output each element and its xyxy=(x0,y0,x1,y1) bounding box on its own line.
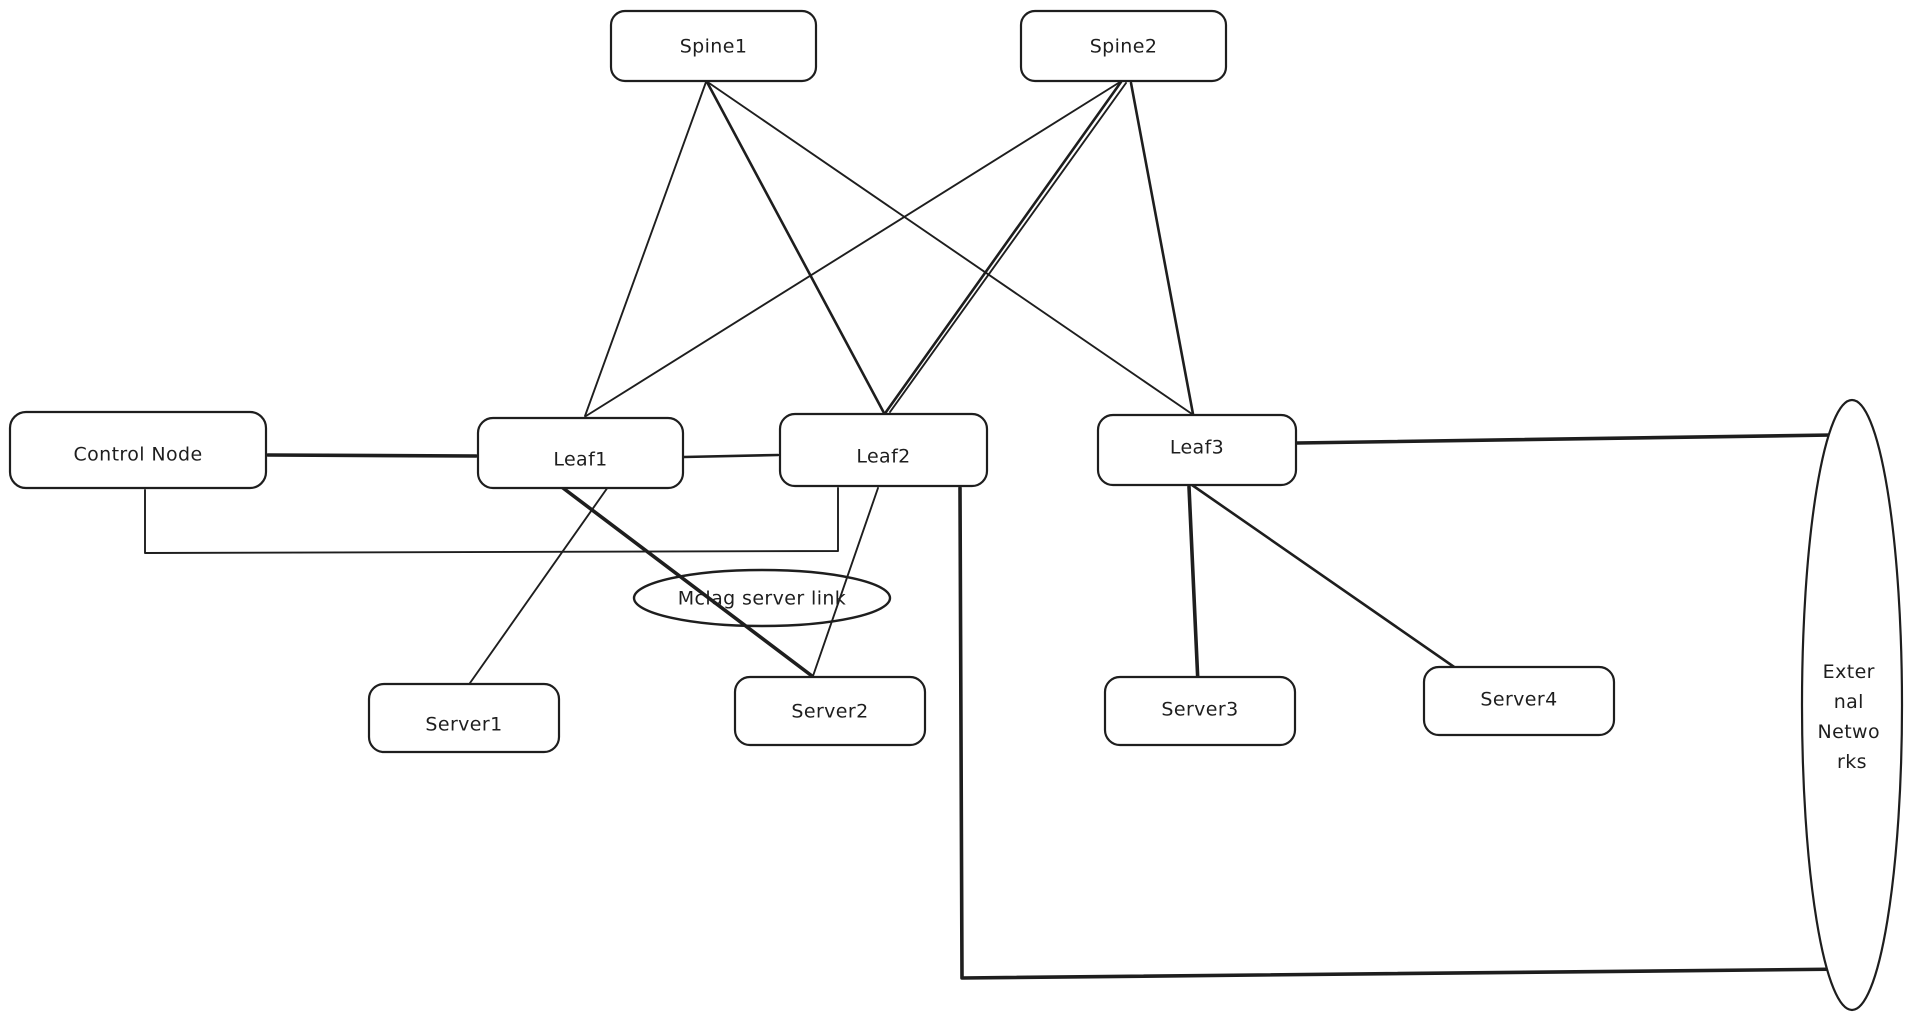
link-layer xyxy=(144,80,1854,980)
mclag-annotation-ellipse[interactable] xyxy=(632,568,892,628)
link-control-leaf2[interactable] xyxy=(144,487,839,554)
external-label-line-3: Netwo xyxy=(1818,721,1881,743)
spine1-box[interactable] xyxy=(609,9,818,83)
link-spine2-leaf1[interactable] xyxy=(585,81,1121,417)
leaf2-label: Leaf2 xyxy=(856,446,910,468)
mclag-annotation-label: Mclag server link xyxy=(678,588,846,610)
server4-label: Server4 xyxy=(1480,689,1557,711)
node-server2[interactable]: Server2 xyxy=(733,675,927,747)
node-server1[interactable]: Server1 xyxy=(367,682,561,754)
link-leaf3-server4[interactable] xyxy=(1190,483,1472,680)
link-spine1-leaf1[interactable] xyxy=(584,81,707,417)
leaf3-box[interactable] xyxy=(1096,413,1298,487)
node-spine2[interactable]: Spine2 xyxy=(1019,9,1228,83)
spine1-label: Spine1 xyxy=(680,36,748,58)
link-leaf3-external[interactable] xyxy=(1295,433,1834,445)
link-leaf2-server1[interactable] xyxy=(469,486,609,684)
link-spine2-leaf3[interactable] xyxy=(1129,81,1195,416)
node-server3[interactable]: Server3 xyxy=(1103,675,1297,747)
server2-box[interactable] xyxy=(733,675,927,747)
control-node-box[interactable] xyxy=(8,410,268,490)
link-leaf1-leaf2[interactable] xyxy=(682,453,780,459)
link-spine2-leaf2-b[interactable] xyxy=(889,82,1127,413)
leaf3-label: Leaf3 xyxy=(1170,437,1224,459)
external-label-line-2: nal xyxy=(1834,691,1864,713)
annotation-mclag-server-link[interactable]: Mclag server link xyxy=(632,568,892,628)
link-leaf1-server2[interactable] xyxy=(561,486,814,678)
spine2-box[interactable] xyxy=(1019,9,1228,83)
spine2-label: Spine2 xyxy=(1090,36,1158,58)
link-leaf2-server2[interactable] xyxy=(812,487,879,677)
server1-label: Server1 xyxy=(425,714,502,736)
link-spine1-leaf3[interactable] xyxy=(708,82,1193,415)
node-control[interactable]: Control Node xyxy=(8,410,268,490)
leaf2-box[interactable] xyxy=(778,412,989,488)
link-leaf2-external[interactable] xyxy=(958,486,1854,980)
node-leaf2[interactable]: Leaf2 xyxy=(778,412,989,488)
link-control-leaf1[interactable] xyxy=(266,453,478,458)
external-networks-ellipse[interactable] xyxy=(1800,398,1904,1012)
node-leaf1[interactable]: Leaf1 xyxy=(476,416,685,490)
control-node-label: Control Node xyxy=(73,444,202,466)
leaf1-label: Leaf1 xyxy=(553,449,607,471)
node-spine1[interactable]: Spine1 xyxy=(609,9,818,83)
link-spine2-leaf2-a[interactable] xyxy=(884,80,1123,414)
external-label-line-4: rks xyxy=(1837,751,1867,773)
leaf1-box[interactable] xyxy=(476,416,685,490)
node-external-networks[interactable]: Exter nal Netwo rks xyxy=(1800,398,1904,1012)
server1-box[interactable] xyxy=(367,682,561,754)
node-leaf3[interactable]: Leaf3 xyxy=(1096,413,1298,487)
server3-box[interactable] xyxy=(1103,675,1297,747)
node-server4[interactable]: Server4 xyxy=(1422,665,1616,737)
server3-label: Server3 xyxy=(1161,699,1238,721)
link-spine1-leaf2[interactable] xyxy=(705,80,886,415)
server4-box[interactable] xyxy=(1422,665,1616,737)
external-label-line-1: Exter xyxy=(1823,661,1875,683)
external-networks-label: Exter nal Netwo rks xyxy=(1818,661,1887,773)
server2-label: Server2 xyxy=(791,701,868,723)
link-leaf3-server3[interactable] xyxy=(1187,485,1200,686)
